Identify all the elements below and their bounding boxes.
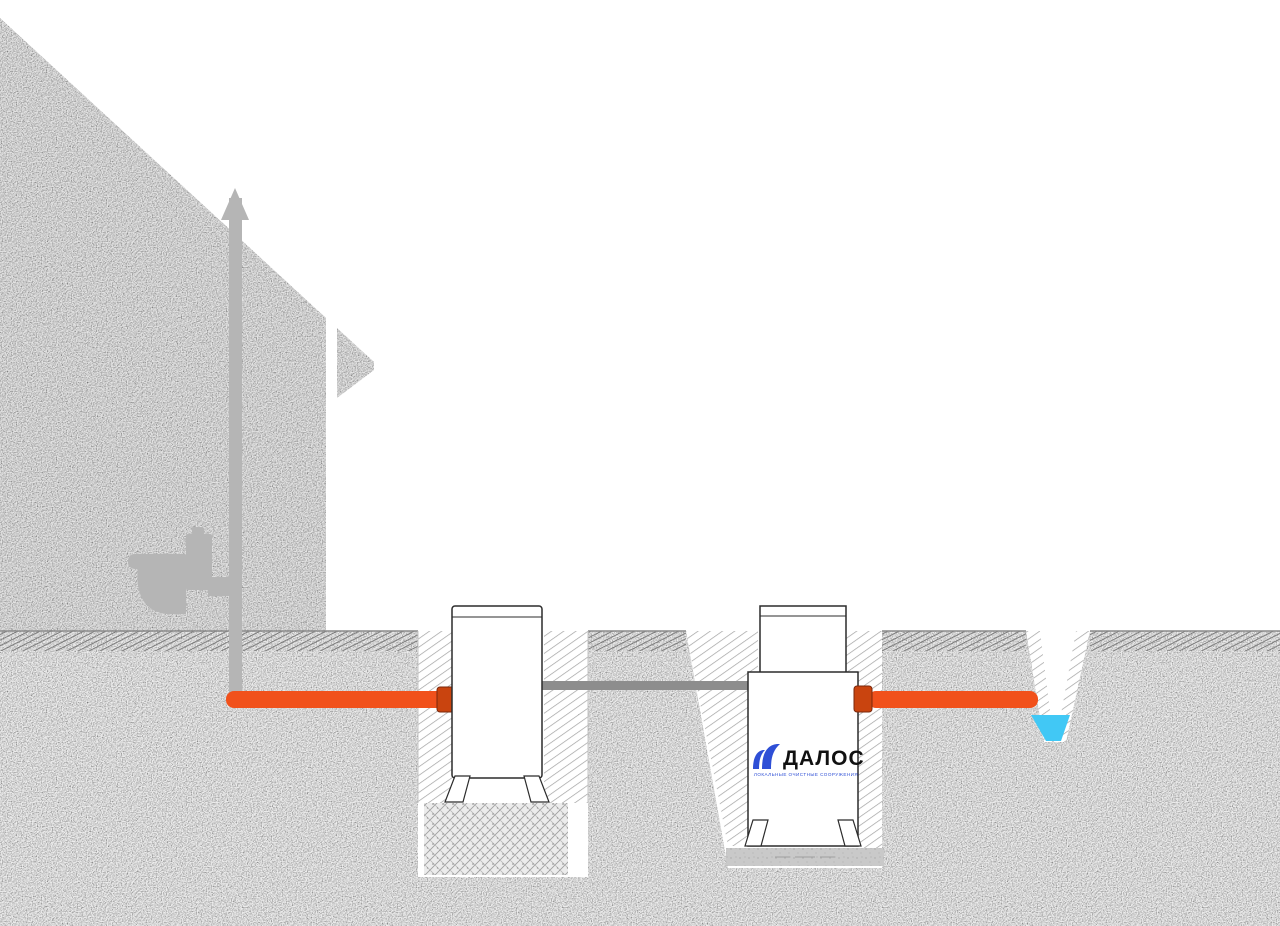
surface-hatch-segment <box>588 631 686 651</box>
house-silhouette <box>0 18 374 631</box>
gravel-base-pad <box>424 803 568 875</box>
tank-2-foot-right <box>837 819 862 847</box>
interconnect-pipe <box>540 681 752 690</box>
toilet-seat <box>128 554 190 569</box>
vent-stack <box>221 188 249 698</box>
pit-1-edges <box>417 631 589 803</box>
vent-stack-pipe <box>229 198 242 698</box>
toilet-icon <box>128 527 232 614</box>
house-wall-roof <box>0 18 326 631</box>
tank-1-foot-left <box>444 775 471 803</box>
tank-2-foot-left <box>744 819 769 847</box>
outlet-pipe-coupling <box>853 685 873 713</box>
ground-surface-hatch <box>0 630 1280 651</box>
roof-eave <box>337 328 374 398</box>
logo-stroke-right <box>762 744 780 769</box>
dalos-logo-text: ДАЛОС <box>783 747 865 770</box>
toilet-flush-button <box>192 527 204 535</box>
surface-hatch-segment <box>0 631 418 651</box>
drainage-ditch <box>1026 631 1090 742</box>
surface-hatch-segment <box>882 631 1026 651</box>
outlet-sewer-pipe <box>868 691 1038 708</box>
dalos-logo-tagline: ЛОКАЛЬНЫЕ ОЧИСТНЫЕ СООРУЖЕНИЯ <box>754 772 858 777</box>
toilet-outlet-stub <box>208 577 232 596</box>
tank-1-body <box>451 605 543 779</box>
surface-hatch-segment <box>1090 631 1280 651</box>
septic-tank-1 <box>444 605 550 803</box>
vent-arrow-icon <box>221 188 249 220</box>
ditch-slope-hatch-right <box>1056 631 1090 742</box>
inlet-sewer-pipe <box>226 691 447 708</box>
pit-2-wall-hatch-right <box>846 631 882 848</box>
pit-1-wall-hatch-right <box>544 631 588 803</box>
pit-1-wall-hatch-left <box>418 631 452 803</box>
toilet-bowl <box>137 566 186 614</box>
ground-soil <box>0 631 1280 926</box>
logo-stroke-left <box>753 750 765 769</box>
tank-1-foot-right <box>523 775 550 803</box>
dalos-logo: ДАЛОС ЛОКАЛЬНЫЕ ОЧИСТНЫЕ СООРУЖЕНИЯ <box>753 744 865 777</box>
tank-2-neck <box>759 605 847 675</box>
toilet-cistern <box>186 534 212 590</box>
treatment-unit-tank: ДАЛОС ЛОКАЛЬНЫЕ ОЧИСТНЫЕ СООРУЖЕНИЯ <box>744 605 865 847</box>
ditch-slope-hatch-left <box>1026 631 1054 742</box>
ditch-water-icon <box>1031 715 1070 741</box>
dalos-logo-icon <box>753 744 780 769</box>
